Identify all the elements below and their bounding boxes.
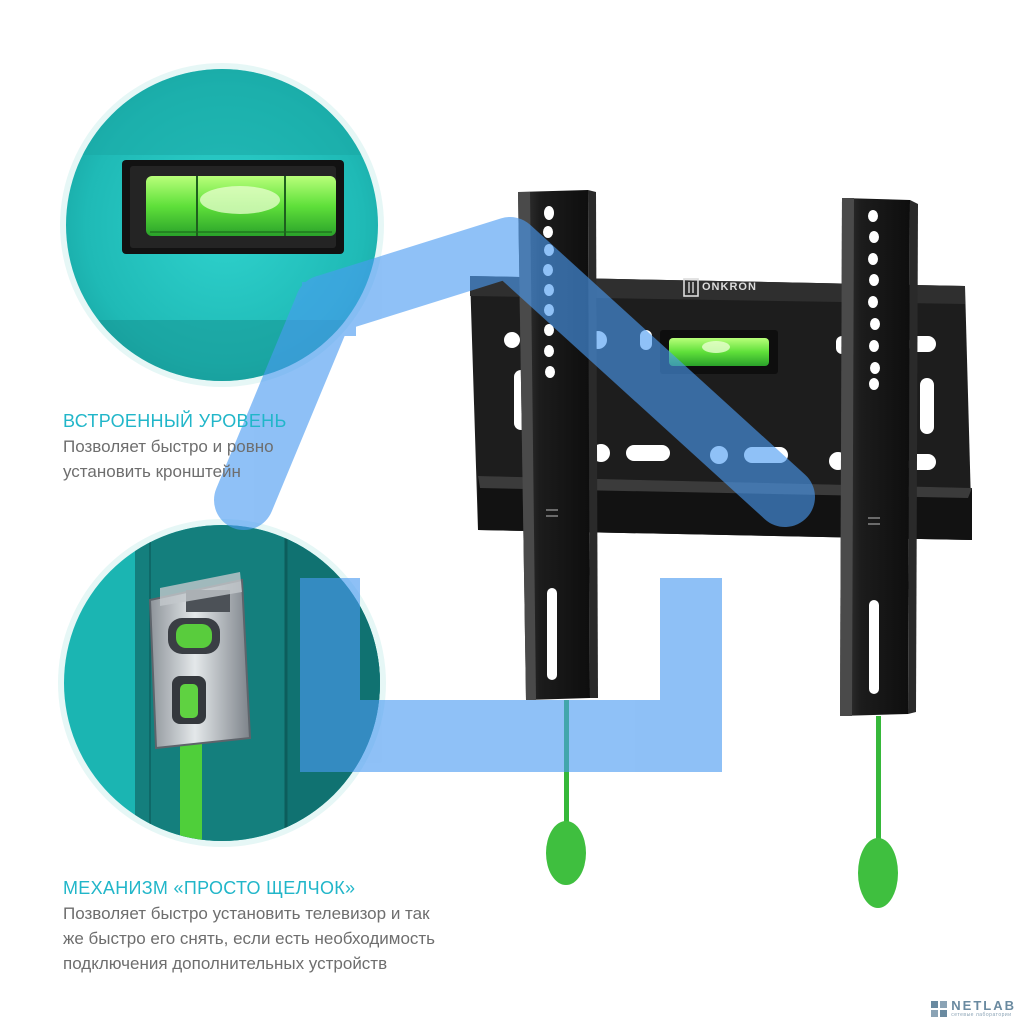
feature-level-caption: ВСТРОЕННЫЙ УРОВЕНЬ Позволяет быстро и ро… [63,409,363,484]
bubble [200,186,280,214]
house-outline-watermark [214,217,815,772]
netlab-text: NETLAB [951,998,1016,1013]
onkron-logo-text: ONKRON [702,281,757,293]
feature-click-description: Позволяет быстро установить телевизор и … [63,904,436,973]
feature-level-title: ВСТРОЕННЫЙ УРОВЕНЬ [63,411,287,431]
feature-click-title: МЕХАНИЗМ «ПРОСТО ЩЕЛЧОК» [63,878,356,898]
feature-click-caption: МЕХАНИЗМ «ПРОСТО ЩЕЛЧОК» Позволяет быстр… [63,876,503,976]
netlab-logo-icon [931,1000,948,1017]
netlab-subtext: сетевые лаборатории [951,1012,1012,1018]
onkron-logo-icon [683,278,699,297]
feature-level-description: Позволяет быстро и ровно установить крон… [63,437,274,481]
netlab-watermark: NETLAB сетевые лаборатории [931,999,1016,1018]
